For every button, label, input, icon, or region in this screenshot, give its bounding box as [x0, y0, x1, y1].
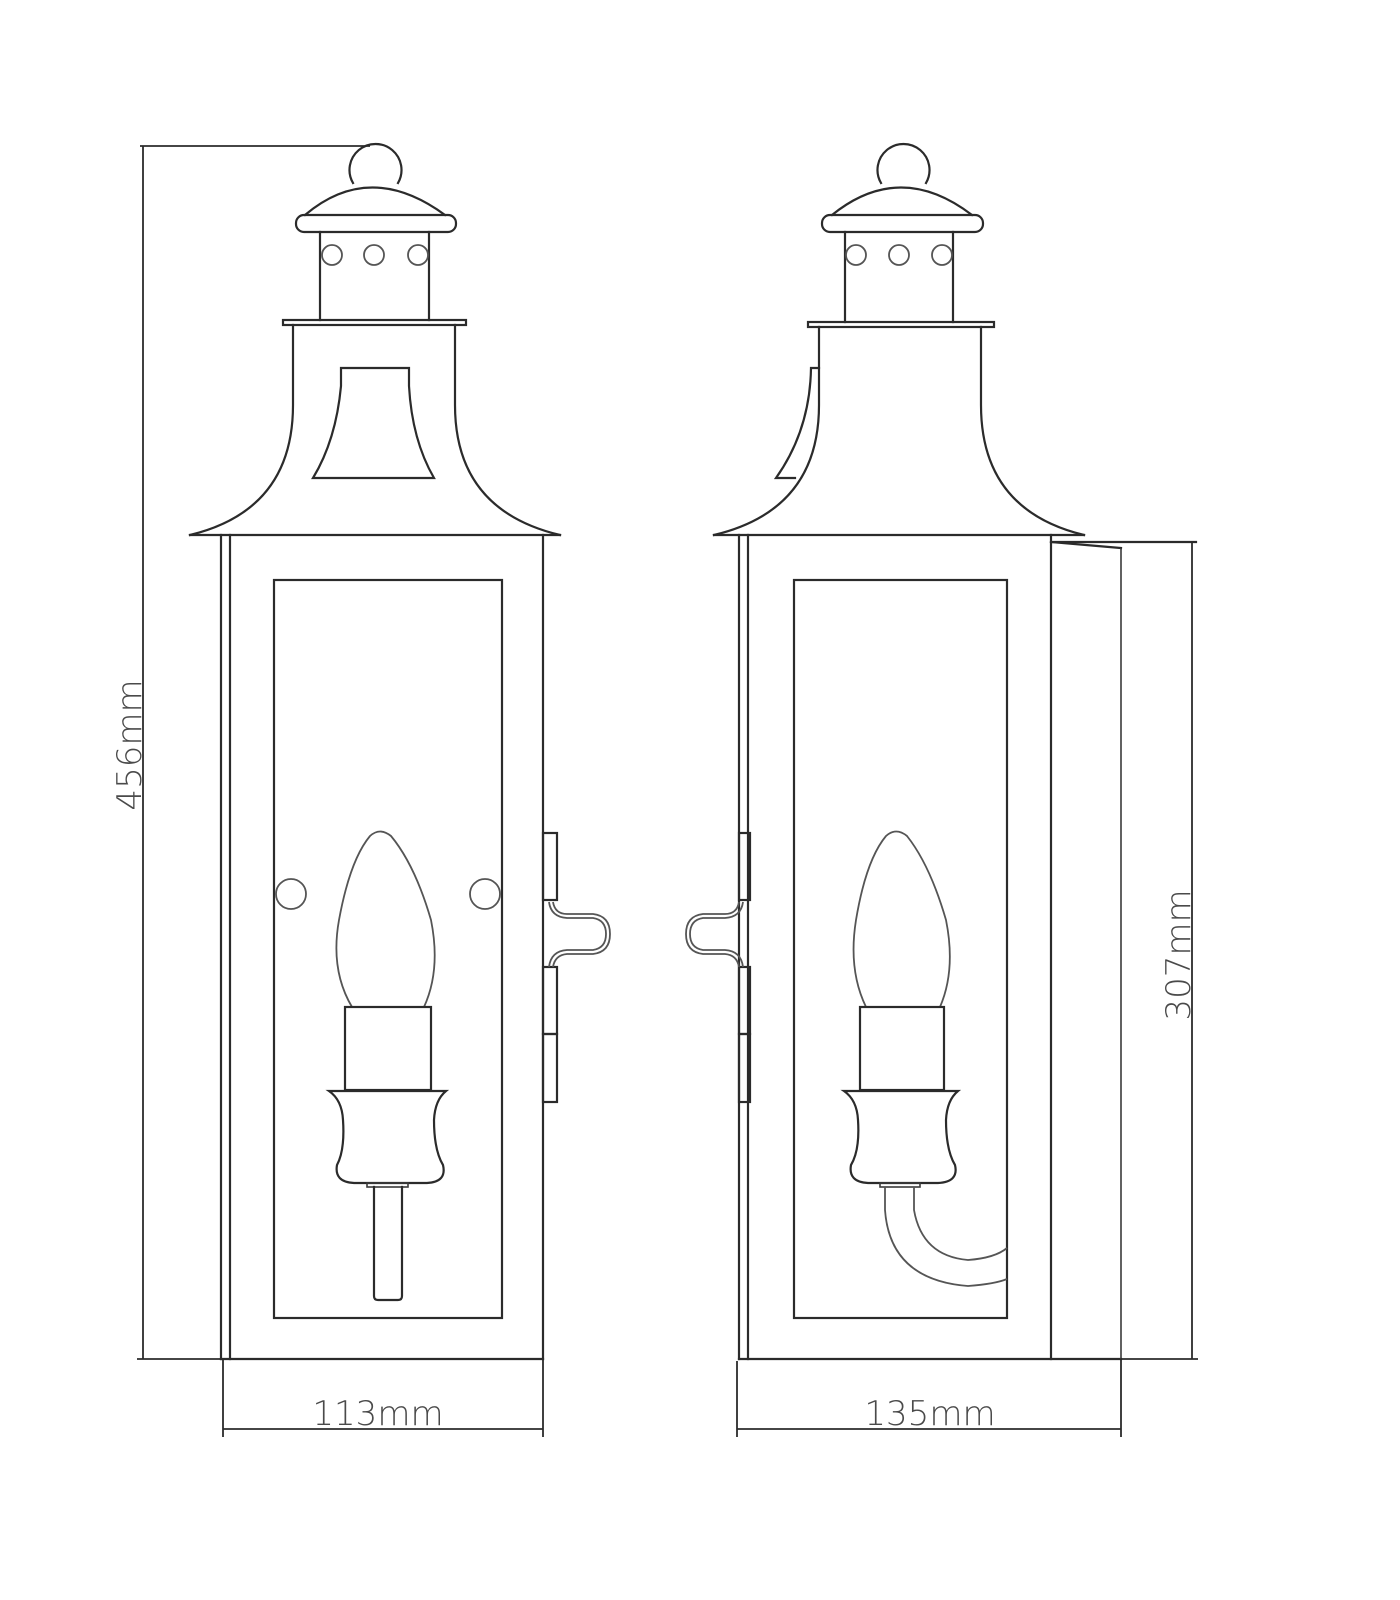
cup-collar	[366, 1182, 409, 1188]
cap-rim	[820, 213, 985, 234]
dimension-overall-height: 456mm	[110, 145, 370, 1360]
top-plate	[806, 320, 996, 329]
top-plate	[281, 318, 468, 327]
candle-cup	[840, 1089, 962, 1185]
wall-bracket	[541, 831, 611, 1104]
glass-panel	[792, 578, 1009, 1320]
roof	[712, 325, 1086, 537]
dome-cap	[303, 186, 447, 217]
front-view	[188, 142, 611, 1361]
candle-bulb	[852, 830, 951, 1008]
overall-height-label: 456mm	[110, 679, 150, 810]
curved-arm	[884, 1187, 1008, 1287]
roof-window	[311, 366, 436, 480]
side-depth-label: 135mm	[864, 1394, 995, 1434]
cap-rim	[294, 213, 458, 234]
screw-hole	[469, 878, 501, 910]
front-width-label: 113mm	[312, 1394, 443, 1434]
dimension-side-depth: 135mm	[736, 1359, 1122, 1437]
wall-bracket	[685, 831, 752, 1104]
side-view	[685, 142, 1198, 1361]
bulb-holder	[343, 1005, 433, 1092]
vent-hole	[321, 244, 343, 266]
bulb-holder	[858, 1005, 946, 1092]
vent-hole	[931, 244, 953, 266]
glass-panel	[272, 578, 504, 1320]
dome-cap	[830, 186, 974, 217]
screw-hole	[275, 878, 307, 910]
backplate-height-label: 307mm	[1159, 889, 1199, 1020]
dimension-backplate-height: 307mm	[1121, 542, 1199, 1360]
candle-stem	[372, 1185, 404, 1302]
candle-cup	[325, 1089, 450, 1185]
finial-ball	[348, 142, 403, 185]
vent-hole	[888, 244, 910, 266]
dimension-front-width: 113mm	[222, 1359, 544, 1437]
candle-bulb	[335, 830, 436, 1008]
finial-ball	[876, 142, 931, 185]
vent-hole	[407, 244, 429, 266]
cup-collar	[879, 1182, 921, 1188]
roof	[188, 323, 562, 537]
vent-hole	[845, 244, 867, 266]
roof-window-side	[773, 366, 821, 480]
vent-hole	[363, 244, 385, 266]
curved-arm-inner	[913, 1187, 1008, 1261]
